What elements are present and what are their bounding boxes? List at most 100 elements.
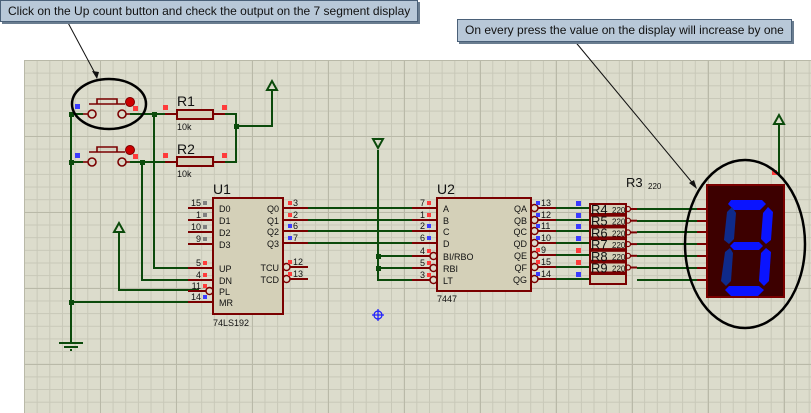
pin-number: 4: [420, 246, 425, 256]
pin-number: 14: [191, 292, 201, 302]
segment-d: [725, 286, 764, 296]
resistor-r1[interactable]: R1 10k: [163, 93, 227, 132]
pin-d1[interactable]: 1D1: [188, 210, 231, 226]
pin-number: 12: [293, 257, 303, 267]
wire-vcc2: [377, 150, 412, 281]
u2-ref: U2: [437, 181, 455, 197]
pin-state-indicator: [203, 284, 207, 288]
pin-state-indicator: [536, 260, 540, 264]
pin-c[interactable]: 2C: [412, 221, 450, 237]
pin-lt[interactable]: 3LT: [412, 270, 453, 286]
resistor-value: 220: [612, 241, 626, 250]
pin-q1[interactable]: 2Q1: [267, 210, 308, 226]
segment-c: [759, 248, 771, 286]
pin-state-indicator: [427, 213, 431, 217]
pin-dn[interactable]: 4DN: [188, 270, 232, 286]
pin-q0[interactable]: 3Q0: [267, 198, 308, 214]
pin-state-indicator: [288, 213, 292, 217]
resistor-value: 220: [612, 229, 626, 238]
resistor-r2[interactable]: R2 10k: [163, 141, 227, 179]
pin-state-indicator: [203, 273, 207, 277]
pin-d3[interactable]: 9D3: [188, 234, 231, 250]
pin-name: Q0: [267, 204, 279, 214]
pin-name: D0: [219, 204, 231, 214]
pin-state-indicator: [576, 248, 581, 253]
pin-up[interactable]: 5UP: [188, 258, 232, 274]
seven-segment-display[interactable]: [697, 170, 785, 298]
pin-name: QC: [514, 227, 528, 237]
callout-arrowhead-2: [689, 180, 697, 189]
r3-ref: R3: [626, 175, 643, 190]
schematic-canvas[interactable]: [24, 60, 811, 413]
pin-b[interactable]: 1B: [412, 210, 449, 226]
pin-d[interactable]: 6D: [412, 233, 450, 249]
callout-arrow-1: [65, 18, 98, 78]
r2-ref: R2: [177, 141, 195, 157]
pin-q3[interactable]: 7Q3: [267, 233, 308, 249]
pin-q2[interactable]: 6Q2: [267, 221, 308, 237]
u1-ref: U1: [213, 181, 231, 197]
pin-number: 11: [541, 221, 550, 231]
pin-number: 3: [420, 270, 425, 280]
resistor-ref: R7: [591, 237, 608, 252]
segment-a: [728, 200, 766, 210]
wire-vcc-up: [236, 90, 273, 127]
pin-name: PL: [219, 287, 230, 297]
r2-value: 10k: [177, 169, 192, 179]
pin-state-indicator: [288, 236, 292, 240]
pin-state-indicator: [536, 213, 540, 217]
down-count-button[interactable]: [75, 145, 138, 167]
resistor-value: 220: [612, 218, 626, 227]
pin-state-indicator: [203, 225, 207, 229]
pin-number: 11: [192, 281, 201, 291]
wire-pl: [118, 232, 199, 291]
pin-number: 15: [541, 257, 551, 267]
pin-state-indicator: [427, 201, 431, 205]
pin-state-indicator: [427, 261, 431, 265]
pin-state-indicator: [203, 213, 207, 217]
wires: [70, 90, 780, 343]
pin-state-indicator: [576, 260, 581, 265]
pin-state-indicator: [288, 260, 292, 264]
pin-name: B: [443, 216, 449, 226]
pin-number: 6: [420, 233, 425, 243]
origin-marker-icon: [372, 309, 384, 321]
up-count-button[interactable]: [75, 97, 138, 119]
pin-qe[interactable]: 9QE: [514, 245, 556, 261]
instruction-callout: Click on the Up count button and check t…: [0, 0, 419, 22]
r3-value: 220: [648, 182, 662, 191]
resistor-r7[interactable]: R7 220: [589, 237, 637, 252]
pin-name: Q2: [267, 227, 279, 237]
pin-state-indicator: [576, 213, 581, 218]
pin-a[interactable]: 7A: [412, 198, 449, 214]
pin-name: D2: [219, 228, 231, 238]
pin-number: 5: [420, 258, 425, 268]
highlight-ellipse-display: [683, 158, 807, 330]
pin-name: QE: [514, 251, 527, 261]
pin-bi-rbo[interactable]: 4BI/RBO: [412, 246, 474, 262]
counter-ic-u1[interactable]: U1 74LS192 15D01D110D29D35UP4DN11PL14MR …: [188, 181, 308, 328]
power-terminals: [59, 78, 786, 351]
vcc-terminal-icon: [112, 220, 126, 233]
pin-state-indicator: [203, 261, 207, 265]
